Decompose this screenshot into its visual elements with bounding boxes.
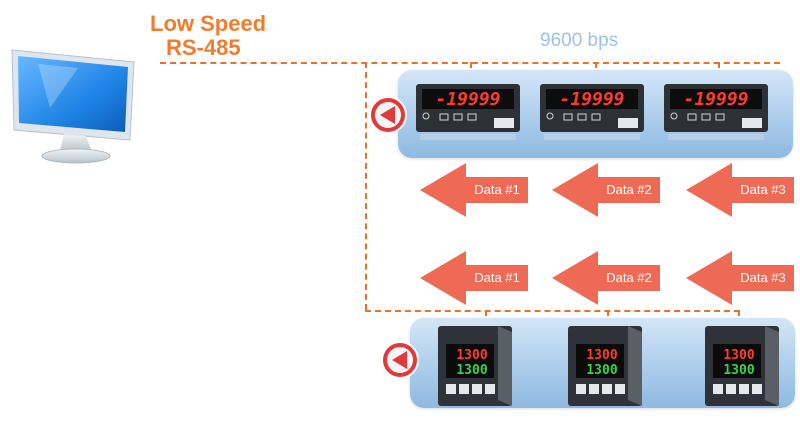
data-arrow-3 <box>686 251 794 305</box>
panel-meter-icon: -19999 <box>540 84 644 140</box>
reverse-play-icon[interactable] <box>380 340 420 380</box>
data-arrow-1 <box>420 251 528 305</box>
bus-line-bottom <box>365 310 740 312</box>
data-label-3: Data #3 <box>740 270 786 285</box>
svg-text:1300: 1300 <box>456 363 487 378</box>
reverse-play-icon[interactable] <box>368 95 408 135</box>
baud-rate-label: 9600 bps <box>540 30 619 51</box>
data-label-1: Data #1 <box>474 270 520 285</box>
svg-text:1300: 1300 <box>586 363 617 378</box>
data-arrow-3 <box>686 163 794 217</box>
title-line-1: Low Speed <box>150 11 267 36</box>
computer-monitor-icon <box>11 49 135 164</box>
temperature-controller-icon: 1300 1300 <box>568 326 642 406</box>
data-label-1: Data #1 <box>474 182 520 197</box>
bus-line-vertical <box>365 62 367 310</box>
svg-text:-19999: -19999 <box>435 89 500 110</box>
panel-meter-icon: -19999 <box>664 84 768 140</box>
svg-text:1300: 1300 <box>723 363 754 378</box>
svg-text:-19999: -19999 <box>559 89 624 110</box>
svg-text:1300: 1300 <box>456 348 487 363</box>
svg-text:1300: 1300 <box>586 348 617 363</box>
title-line-2: RS-485 <box>166 35 241 60</box>
data-label-3: Data #3 <box>740 182 786 197</box>
data-arrow-1 <box>420 163 528 217</box>
data-arrow-2 <box>552 163 660 217</box>
panel-meter-icon: -19999 <box>416 84 520 140</box>
temperature-controller-icon: 1300 1300 <box>438 326 512 406</box>
data-label-2: Data #2 <box>606 270 652 285</box>
svg-text:1300: 1300 <box>723 348 754 363</box>
data-arrow-2 <box>552 251 660 305</box>
svg-text:-19999: -19999 <box>683 89 748 110</box>
temperature-controller-icon: 1300 1300 <box>705 326 779 406</box>
data-label-2: Data #2 <box>606 182 652 197</box>
